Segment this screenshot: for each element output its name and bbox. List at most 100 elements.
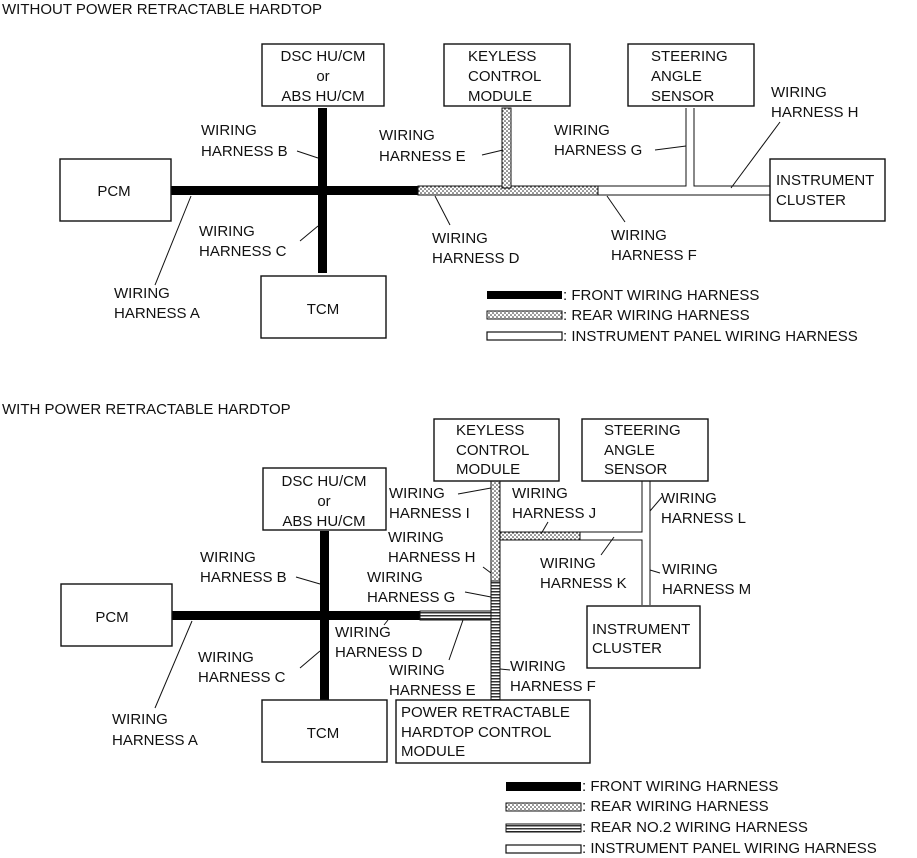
legend-front-2: : FRONT WIRING HARNESS — [582, 778, 778, 795]
svg-text:INSTRUMENT: INSTRUMENT — [592, 621, 690, 638]
svg-text:CLUSTER: CLUSTER — [776, 192, 846, 209]
module-pcm-2: PCM — [60, 583, 173, 647]
svg-text:HARNESS C: HARNESS C — [199, 243, 287, 260]
svg-text:HARNESS M: HARNESS M — [662, 581, 751, 598]
svg-text:HARNESS D: HARNESS D — [335, 644, 423, 661]
svg-text:HARNESS E: HARNESS E — [379, 148, 466, 165]
label-harness-d: WIRING HARNESS D — [432, 195, 520, 267]
label-harness-a-2: WIRING HARNESS A — [112, 620, 198, 749]
label-harness-h: WIRING HARNESS H — [730, 84, 859, 189]
svg-text:or: or — [316, 68, 329, 85]
svg-text:WIRING: WIRING — [198, 649, 254, 666]
svg-text:STEERING: STEERING — [604, 422, 681, 439]
label-harness-i-2: WIRING HARNESS I — [389, 485, 492, 522]
label-harness-f: WIRING HARNESS F — [606, 195, 697, 264]
svg-text:WIRING: WIRING — [771, 84, 827, 101]
svg-text:MODULE: MODULE — [468, 88, 532, 105]
module-dsc-2: DSC HU/CM or ABS HU/CM — [262, 467, 387, 531]
legend-swatch-front — [487, 291, 562, 299]
svg-text:HARNESS L: HARNESS L — [661, 510, 746, 527]
svg-text:WIRING: WIRING — [662, 561, 718, 578]
label-harness-m-2: WIRING HARNESS M — [649, 561, 751, 598]
harness-bc-wire-2 — [320, 531, 329, 701]
svg-text:HARNESS J: HARNESS J — [512, 505, 596, 522]
svg-text:HARNESS E: HARNESS E — [389, 682, 476, 699]
legend-ip-2: : INSTRUMENT PANEL WIRING HARNESS — [582, 840, 877, 857]
svg-text:WIRING: WIRING — [389, 485, 445, 502]
svg-text:INSTRUMENT: INSTRUMENT — [776, 172, 874, 189]
harness-a-wire — [170, 186, 418, 195]
svg-text:PCM: PCM — [97, 183, 130, 200]
label-harness-f-2: WIRING HARNESS F — [499, 658, 596, 695]
svg-text:WIRING: WIRING — [201, 122, 257, 139]
svg-text:WIRING: WIRING — [200, 549, 256, 566]
ip-harness-d1 — [598, 108, 770, 196]
legend-swatch-ip — [486, 331, 563, 341]
module-keyless: KEYLESS CONTROL MODULE — [443, 43, 571, 107]
legend-swatch-ip-2 — [505, 844, 582, 854]
legend-swatch-rear-2 — [505, 802, 582, 812]
legend-swatch-front-2 — [506, 782, 581, 791]
svg-text:HARDTOP CONTROL: HARDTOP CONTROL — [401, 724, 551, 741]
svg-text:HARNESS A: HARNESS A — [114, 305, 200, 322]
harness-fgh-wire — [598, 108, 770, 196]
legend-rear: : REAR WIRING HARNESS — [563, 307, 750, 324]
svg-text:HARNESS A: HARNESS A — [112, 732, 198, 749]
svg-text:WIRING: WIRING — [379, 127, 435, 144]
svg-text:HARNESS K: HARNESS K — [540, 575, 627, 592]
svg-text:TCM: TCM — [307, 725, 340, 742]
label-harness-g-2: WIRING HARNESS G — [367, 569, 492, 606]
harness-j-wire-2 — [499, 531, 581, 541]
svg-text:WIRING: WIRING — [335, 624, 391, 641]
module-steering: STEERING ANGLE SENSOR — [627, 43, 755, 107]
svg-text:HARNESS D: HARNESS D — [432, 250, 520, 267]
svg-text:CLUSTER: CLUSTER — [592, 640, 662, 657]
svg-text:WIRING: WIRING — [540, 555, 596, 572]
svg-text:DSC HU/CM: DSC HU/CM — [281, 48, 366, 65]
svg-text:TCM: TCM — [307, 301, 340, 318]
diagram1-title: WITHOUT POWER RETRACTABLE HARDTOP — [2, 1, 322, 18]
label-harness-d-2: WIRING HARNESS D — [335, 619, 423, 661]
rear-harness-d1 — [417, 107, 599, 196]
label-harness-b: WIRING HARNESS B — [201, 122, 319, 160]
svg-text:WIRING: WIRING — [611, 227, 667, 244]
module-instrument-cluster: INSTRUMENT CLUSTER — [769, 158, 886, 222]
svg-text:or: or — [317, 493, 330, 510]
diagram-with-hardtop: WITH POWER RETRACTABLE HARDTOP DSC HU/CM… — [2, 401, 877, 857]
module-tcm-2: TCM — [261, 699, 388, 763]
svg-text:WIRING: WIRING — [367, 569, 423, 586]
svg-text:POWER RETRACTABLE: POWER RETRACTABLE — [401, 704, 570, 721]
svg-text:WIRING: WIRING — [388, 529, 444, 546]
module-pcm: PCM — [59, 158, 172, 222]
svg-text:WIRING: WIRING — [554, 122, 610, 139]
svg-text:WIRING: WIRING — [512, 485, 568, 502]
svg-text:HARNESS F: HARNESS F — [510, 678, 596, 695]
svg-text:PCM: PCM — [95, 609, 128, 626]
svg-text:MODULE: MODULE — [456, 461, 520, 478]
label-harness-g: WIRING HARNESS G — [554, 122, 687, 159]
harness-klm-wire-2 — [580, 481, 651, 605]
diagram2-title: WITH POWER RETRACTABLE HARDTOP — [2, 401, 291, 418]
svg-text:WIRING: WIRING — [510, 658, 566, 675]
svg-text:WIRING: WIRING — [389, 662, 445, 679]
svg-text:HARNESS G: HARNESS G — [554, 142, 642, 159]
harness-bc-wire — [318, 108, 327, 273]
svg-text:WIRING: WIRING — [114, 285, 170, 302]
label-harness-e-2: WIRING HARNESS E — [389, 619, 476, 699]
label-harness-a: WIRING HARNESS A — [114, 195, 200, 322]
svg-text:CONTROL: CONTROL — [456, 442, 529, 459]
legend-swatch-rear2-2 — [505, 823, 582, 833]
svg-text:HARNESS F: HARNESS F — [611, 247, 697, 264]
svg-text:WIRING: WIRING — [199, 223, 255, 240]
harness-fg-wire-2 — [490, 579, 501, 701]
label-harness-h-2: WIRING HARNESS H — [388, 529, 492, 574]
module-power-retractable-hardtop: POWER RETRACTABLE HARDTOP CONTROL MODULE — [395, 699, 591, 764]
legend-rear2-2: : REAR NO.2 WIRING HARNESS — [582, 819, 808, 836]
harness-de-wire-2 — [419, 610, 493, 621]
svg-text:KEYLESS: KEYLESS — [456, 422, 524, 439]
legend-ip: : INSTRUMENT PANEL WIRING HARNESS — [563, 328, 858, 345]
label-harness-b-2: WIRING HARNESS B — [200, 549, 321, 586]
label-harness-j-2: WIRING HARNESS J — [512, 485, 596, 535]
svg-text:HARNESS H: HARNESS H — [388, 549, 476, 566]
